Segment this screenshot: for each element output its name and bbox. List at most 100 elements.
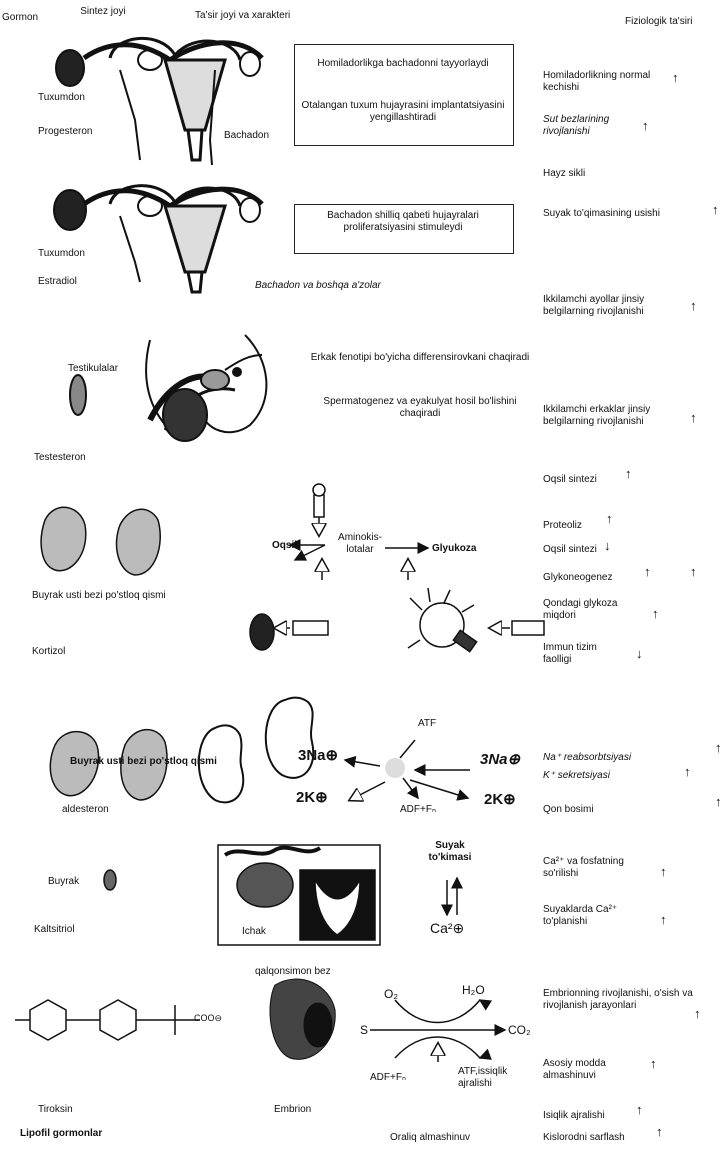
up-arrow-icon: ↑: [652, 608, 659, 620]
thyroid-embryo-illustration: [270, 979, 335, 1059]
up-arrow-icon: ↑: [606, 513, 613, 525]
male-reproductive-illustration: [70, 335, 266, 441]
testosteron-text-1: Erkak fenotipi bo'yicha differensirovkan…: [295, 352, 545, 364]
up-arrow-icon: ↑: [636, 1104, 643, 1116]
metabolism-diagram: [370, 1000, 505, 1062]
metab-atf-label: ATF,issiqlik ajralishi: [458, 1066, 538, 1090]
aminokislotalar-label: Aminokis-lotalar: [336, 532, 384, 556]
up-arrow-icon: ↑: [644, 566, 651, 578]
thyroid-label: qalqonsimon bez: [255, 966, 331, 978]
down-arrow-icon: ↓: [604, 540, 611, 552]
up-arrow-icon: ↑: [690, 300, 697, 312]
up-arrow-icon: ↑: [690, 566, 697, 578]
up-arrow-icon: ↑: [672, 72, 679, 84]
up-arrow-icon: ↑: [625, 468, 632, 480]
na-k-pump: [345, 740, 470, 800]
k-left-label: 2K⊕: [296, 790, 328, 806]
aldesteron-adf-label: ADF+Fₙ: [400, 804, 436, 816]
testosteron-effect-1: Ikkilamchi erkaklar jinsiy belgilarning …: [543, 404, 688, 428]
tiroksin-effect-4: Kislorodni sarflash: [543, 1132, 625, 1144]
estradiol-effect-1: Suyak to'qimasining usishi: [543, 208, 660, 220]
suyak-label: Suyak to'kimasi: [425, 840, 475, 864]
kortizol-organ: Buyrak usti bezi po'stloq qismi: [32, 590, 166, 602]
up-arrow-icon: ↑: [715, 796, 722, 808]
up-arrow-icon: ↑: [642, 120, 649, 132]
tiroksin-effect-3: Isiqlik ajralishi: [543, 1110, 605, 1122]
na-left-label: 3Na⊕: [298, 748, 338, 764]
aldesteron-effect-1: Na⁺ reabsorbtsiyasi: [543, 752, 631, 764]
down-arrow-icon: ↓: [636, 648, 643, 660]
intestine-bone-illustration: [104, 845, 457, 945]
header-sintez-joyi: Sintez joyi: [78, 6, 128, 18]
adrenal-illustration-1: [41, 507, 160, 575]
progesteron-organ: Tuxumdon: [38, 92, 85, 104]
uterus-illustration-1: [56, 38, 262, 165]
embrion-label: Embrion: [274, 1104, 311, 1116]
tiroksin-hormone: Tiroksin: [38, 1104, 73, 1116]
kidney-illustration: [199, 698, 313, 803]
ca-label: Ca²⊕: [430, 920, 464, 936]
ichak-label: Ichak: [242, 926, 266, 938]
na-right-label: 3Na⊕: [480, 752, 520, 768]
oqsil-label: Oqsil: [272, 540, 297, 552]
aldesteron-effect-2: K⁺ sekretsiyasi: [543, 770, 610, 782]
kaltsitriol-organ: Buyrak: [48, 876, 79, 888]
progesteron-effect-2: Sut bezlarining rivojlanishi: [543, 114, 643, 138]
progesteron-effect-3: Hayz sikli: [543, 168, 585, 180]
glyukoza-label: Glyukoza: [432, 543, 476, 555]
estradiol-effect-2: Ikkilamchi ayollar jinsiy belgilarning r…: [543, 294, 688, 318]
up-arrow-icon: ↑: [694, 1008, 701, 1020]
kortizol-effect-4: Qondagi glykoza miqdori: [543, 598, 653, 622]
up-arrow-icon: ↑: [684, 766, 691, 778]
kaltsitriol-hormone: Kaltsitriol: [34, 924, 75, 936]
uterus-illustration-2: [54, 186, 262, 292]
kortizol-hormone: Kortizol: [32, 646, 65, 658]
up-arrow-icon: ↑: [650, 1058, 657, 1070]
estradiol-target: Bachadon va boshqa a'zolar: [255, 280, 381, 292]
o2-label: O₂: [384, 988, 398, 1000]
progesteron-target: Bachadon: [224, 130, 269, 142]
estradiol-hormone: Estradiol: [38, 276, 77, 288]
tiroksin-effect-1: Embrionning rivojlanishi, o'sish va rivo…: [543, 988, 693, 1012]
aldesteron-hormone: aldesteron: [62, 804, 109, 816]
header-gormon: Gormon: [2, 12, 38, 24]
tiroksin-effect-2: Asosiy modda almashinuvi: [543, 1058, 653, 1082]
h2o-label: H₂O: [462, 984, 485, 996]
testosteron-organ: Testikulalar: [68, 363, 118, 375]
testosteron-text-2: Spermatogenez va eyakulyat hosil bo'lish…: [320, 396, 520, 420]
progesteron-box-line1: Homiladorlikga bachadonni tayyorlaydi: [300, 58, 506, 70]
up-arrow-icon: ↑: [715, 742, 722, 754]
up-arrow-icon: ↑: [660, 914, 667, 926]
kortizol-effect-5: Immun tizim faolligi: [543, 642, 613, 666]
co2-label: CO₂: [508, 1024, 531, 1036]
k-right-label: 2K⊕: [484, 792, 516, 808]
kortizol-effect-3: Glykoneogenez: [543, 572, 613, 584]
testosteron-hormone: Testesteron: [34, 452, 86, 464]
kortizol-effect-1: Proteoliz: [543, 520, 582, 532]
header-tasir-joyi: Ta'sir joyi va xarakteri: [195, 10, 290, 22]
up-arrow-icon: ↑: [656, 1126, 663, 1138]
up-arrow-icon: ↑: [690, 412, 697, 424]
kaltsitriol-effect-2: Suyaklarda Ca²⁺ to'planishi: [543, 904, 653, 928]
kortizol-effect-2: Oqsil sintezi: [543, 544, 597, 556]
thyroxine-structure: [15, 1000, 200, 1040]
atf-label: ATF: [418, 718, 436, 730]
progesteron-box-line2: Otalangan tuxum hujayrasini implantatsiy…: [300, 100, 506, 124]
s-label: S: [360, 1024, 368, 1036]
progesteron-hormone: Progesteron: [38, 126, 92, 138]
kaltsitriol-effect-1: Ca²⁺ va fosfatning so'rilishi: [543, 856, 653, 880]
testosteron-effect-2: Oqsil sintezi: [543, 474, 597, 486]
metab-adf-label: ADF+Fₙ: [370, 1072, 406, 1084]
coo-label: COO⊖: [194, 1012, 222, 1024]
estradiol-organ: Tuxumdon: [38, 248, 85, 260]
progesteron-effect-1: Homiladorlikning normal kechishi: [543, 70, 671, 94]
aldesteron-effect-3: Qon bosimi: [543, 804, 594, 816]
up-arrow-icon: ↑: [660, 866, 667, 878]
lipofil-label: Lipofil gormonlar: [20, 1128, 102, 1140]
oraliq-label: Oraliq almashinuv: [390, 1132, 470, 1144]
cortisol-pathway: [250, 484, 544, 652]
estradiol-box-text: Bachadon shilliq qabeti hujayralari prol…: [300, 210, 506, 234]
aldesteron-organ: Buyrak usti bezi po'stloq qismi: [70, 756, 217, 768]
header-fiziologik: Fiziologik ta'siri: [625, 16, 692, 28]
